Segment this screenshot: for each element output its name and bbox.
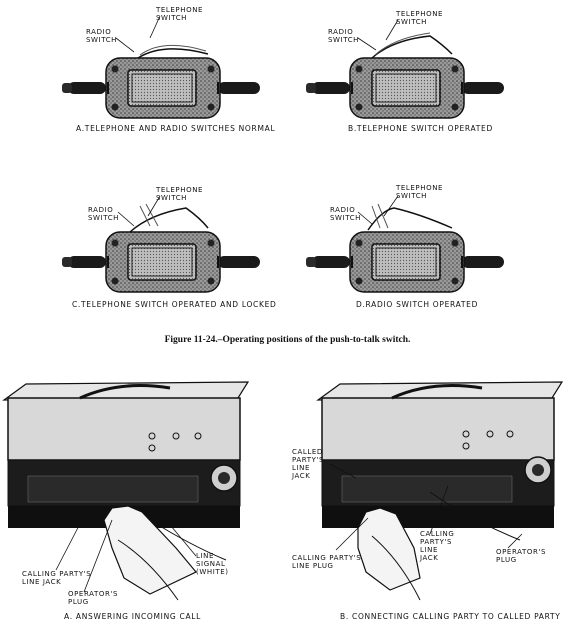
panel-c-caption: C.TELEPHONE SWITCH OPERATED AND LOCKED — [72, 300, 277, 309]
panel-a-caption: A.TELEPHONE AND RADIO SWITCHES NORMAL — [76, 124, 276, 133]
switchboard-a — [2, 381, 250, 601]
switchboard-a-caption: A. ANSWERING INCOMING CALL — [64, 612, 202, 621]
panel-d-caption: D.RADIO SWITCH OPERATED — [356, 300, 479, 309]
switchboard-b — [316, 381, 564, 601]
panel-b-caption: B.TELEPHONE SWITCH OPERATED — [348, 124, 493, 133]
figure-caption: Figure 11-24.–Operating positions of the… — [164, 335, 411, 345]
switchboard-b-caption: B. CONNECTING CALLING PARTY TO CALLED PA… — [340, 612, 561, 621]
